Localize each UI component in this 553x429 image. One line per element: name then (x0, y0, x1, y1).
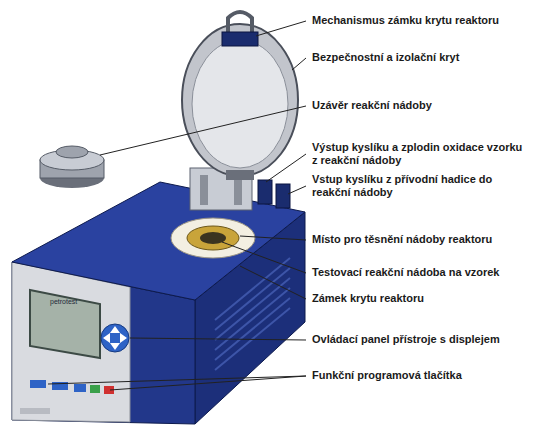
seal (187, 226, 239, 250)
vessel-cap (40, 146, 104, 188)
lock-handle (228, 12, 252, 34)
callout-label: Vstup kyslíku z přívodní hadice do reakč… (312, 173, 512, 199)
gas-inlet (276, 184, 290, 208)
lock-mechanism (222, 32, 258, 46)
lid-inner (192, 40, 288, 168)
brand-text: petrotest (50, 297, 98, 306)
arrow-buttons (101, 324, 129, 352)
lid (182, 24, 298, 176)
callout-label: Testovací reakční nádoba na vzorek (312, 266, 550, 279)
callout-label: Ovládací panel přístroje s displejem (312, 333, 550, 346)
gas-outlet (258, 180, 272, 204)
callout-label: Funkční programová tlačítka (312, 369, 550, 382)
reactor-ring (171, 218, 255, 258)
leader-lines (48, 21, 306, 390)
display (30, 290, 100, 358)
slot (20, 408, 50, 414)
callout-label: Mechanismus zámku krytu reaktoru (312, 14, 550, 27)
callout-label: Výstup kyslíku a zplodin oxidace vzorku … (312, 141, 524, 167)
control-panel (12, 262, 130, 422)
callout-label: Bezpečnostní a izolační kryt (312, 51, 550, 64)
callout-label: Místo pro těsnění nádoby reaktoru (312, 233, 550, 246)
callout-label: Zámek krytu reaktoru (312, 292, 550, 305)
callout-label: Uzávěr reakční nádoby (312, 99, 550, 112)
